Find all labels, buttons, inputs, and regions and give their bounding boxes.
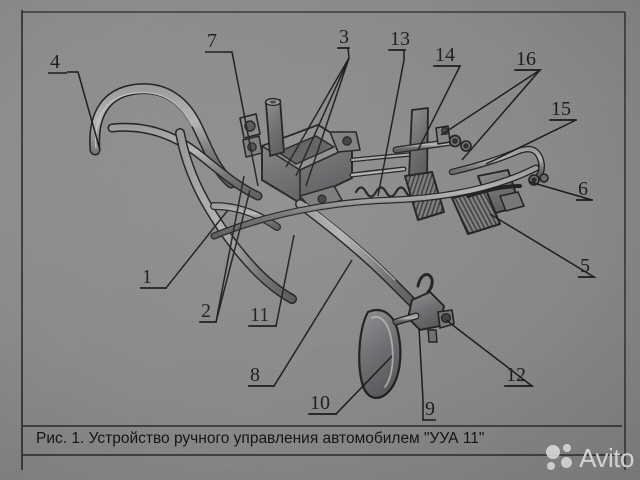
callout-11: 11 <box>250 304 269 326</box>
callout-15: 15 <box>551 98 571 120</box>
part-spring-rod-13 <box>349 151 419 198</box>
callout-5: 5 <box>580 255 590 277</box>
callout-numbers: 4 7 3 13 14 16 15 6 5 12 9 10 8 <box>48 26 595 421</box>
avito-watermark: Avito <box>546 443 634 474</box>
part-collar-clamp-9-12 <box>407 272 455 343</box>
callout-9: 9 <box>425 398 435 420</box>
control-mechanism-drawing <box>89 83 549 399</box>
callout-1: 1 <box>142 266 152 288</box>
part-pedal-14 <box>404 107 445 221</box>
figure-caption: Рис. 1. Устройство ручного управления ав… <box>36 430 485 447</box>
callout-6: 6 <box>578 178 588 200</box>
callout-8: 8 <box>250 364 260 386</box>
part-long-cross-bar <box>210 164 540 240</box>
callout-13: 13 <box>390 28 410 50</box>
page-frame <box>21 10 626 470</box>
part-hand-lever-4 <box>89 83 237 189</box>
avito-wordmark: Avito <box>579 443 634 473</box>
callout-2: 2 <box>201 300 211 322</box>
part-bent-rod-15 <box>448 145 549 186</box>
callout-7: 7 <box>207 30 217 52</box>
callout-3: 3 <box>339 26 349 48</box>
avito-dots-icon <box>546 443 576 474</box>
part-linkage-16 <box>392 125 472 154</box>
part-vertical-post-7 <box>264 97 285 157</box>
part-hand-grip-10 <box>358 308 420 399</box>
callout-12: 12 <box>506 364 526 386</box>
callout-14: 14 <box>435 44 455 66</box>
part-lower-rod-8 <box>295 199 425 315</box>
callout-16: 16 <box>516 48 536 70</box>
callout-10: 10 <box>310 392 330 414</box>
callout-4: 4 <box>50 51 60 73</box>
